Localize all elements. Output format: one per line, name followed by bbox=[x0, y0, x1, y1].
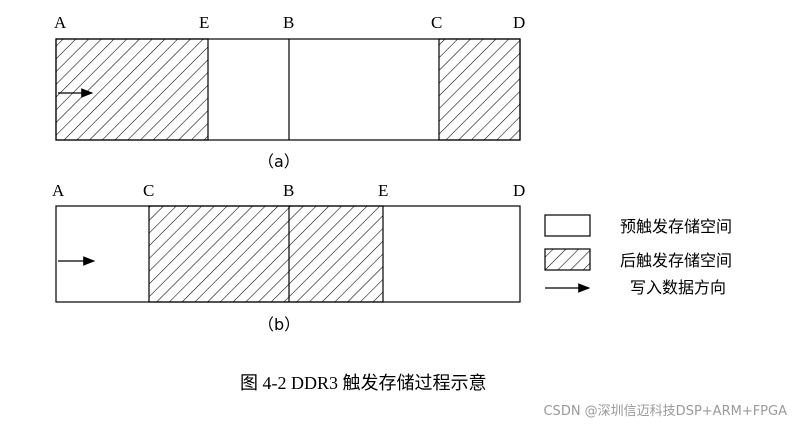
legend: 预触发存储空间 后触发存储空间 写入数据方向 bbox=[544, 214, 732, 297]
post-trigger-region-a-cd bbox=[438, 38, 521, 141]
caption-a: （a） bbox=[258, 152, 300, 171]
figure-caption: 图 4-2 DDR3 触发存储过程示意 bbox=[240, 373, 487, 393]
legend-pre-trigger: 预触发存储空间 bbox=[620, 217, 732, 236]
post-trigger-region-a-ae bbox=[55, 38, 209, 141]
label-a: A bbox=[52, 181, 65, 200]
label-b: B bbox=[283, 181, 294, 200]
label-a: A bbox=[54, 13, 67, 32]
legend-write-direction: 写入数据方向 bbox=[630, 278, 726, 297]
legend-post-trigger: 后触发存储空间 bbox=[620, 251, 732, 270]
caption-b: （b） bbox=[258, 315, 300, 334]
label-c: C bbox=[143, 181, 154, 200]
legend-swatch-pre-trigger bbox=[544, 214, 591, 237]
post-trigger-region-b bbox=[148, 205, 384, 303]
label-e: E bbox=[199, 13, 209, 32]
label-b: B bbox=[283, 13, 294, 32]
label-d: D bbox=[513, 181, 525, 200]
label-d: D bbox=[513, 13, 525, 32]
legend-swatch-post-trigger bbox=[544, 248, 591, 271]
diagram-a: A E B C D （a） bbox=[54, 13, 525, 171]
label-e: E bbox=[378, 181, 388, 200]
label-c: C bbox=[431, 13, 442, 32]
watermark: CSDN @深圳信迈科技DSP+ARM+FPGA bbox=[543, 404, 787, 419]
diagram-b: A C B E D （b） bbox=[52, 181, 525, 334]
